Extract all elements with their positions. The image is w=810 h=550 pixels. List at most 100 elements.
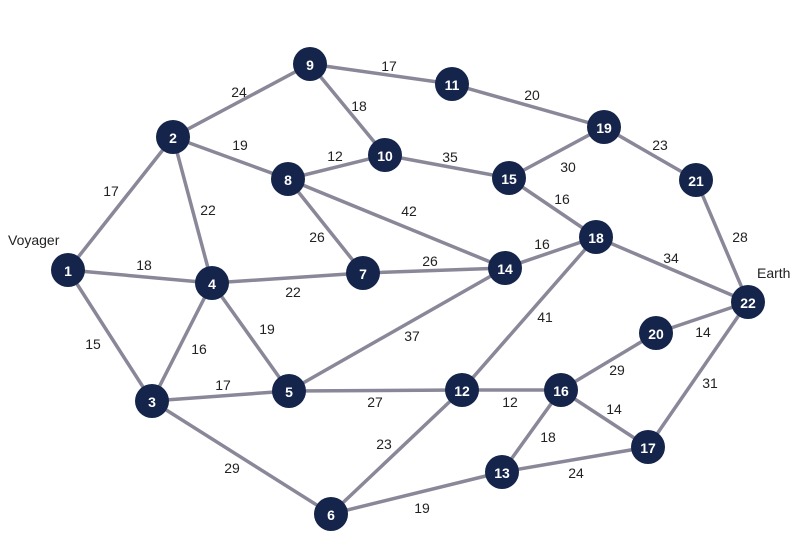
node-9: 9: [293, 47, 327, 81]
node-label-5: 5: [285, 384, 293, 400]
node-label-13: 13: [494, 465, 510, 481]
node-5: 5: [272, 374, 306, 408]
node-circle-16: [544, 373, 578, 407]
node-17: 17: [631, 430, 665, 464]
node-circle-9: [293, 47, 327, 81]
node-label-20: 20: [648, 326, 664, 342]
edge-weight-9-10: 18: [351, 98, 367, 114]
node-15: 15: [492, 161, 526, 195]
edge-8-7: [286, 177, 365, 275]
node-label-8: 8: [284, 172, 292, 188]
edge-weight-3-6: 29: [224, 460, 240, 476]
node-circle-3: [135, 384, 169, 418]
node-circle-8: [271, 162, 305, 196]
edge-weight-5-12: 27: [367, 394, 383, 410]
node-18: 18: [579, 220, 613, 254]
edge-12-6: [329, 388, 464, 516]
node-label-1: 1: [64, 263, 72, 279]
node-circle-17: [631, 430, 665, 464]
node-circle-20: [639, 316, 673, 350]
edge-weight-7-14: 26: [422, 253, 438, 269]
edge-weight-18-22: 34: [663, 250, 679, 266]
node-label-14: 14: [497, 261, 513, 277]
edge-4-5: [210, 281, 291, 393]
edge-weight-4-3: 16: [191, 341, 207, 357]
edge-21-22: [694, 178, 750, 304]
node-circle-21: [679, 163, 713, 197]
node-2: 2: [156, 120, 190, 154]
edge-2-4: [171, 135, 214, 285]
node-label-21: 21: [688, 173, 704, 189]
node-13: 13: [485, 455, 519, 489]
edge-5-14: [287, 266, 507, 393]
edge-weight-1-4: 18: [136, 257, 152, 273]
node-circle-5: [272, 374, 306, 408]
edge-8-14: [286, 177, 507, 270]
node-circle-12: [445, 373, 479, 407]
edge-1-3: [66, 268, 154, 403]
edge-weight-1-2: 17: [103, 183, 119, 199]
edge-6-13: [329, 470, 504, 516]
edge-weight-16-13: 18: [540, 429, 556, 445]
edge-weight-12-6: 23: [376, 436, 392, 452]
edge-19-21: [602, 125, 698, 182]
node-label-17: 17: [640, 440, 656, 456]
node-label-22: 22: [740, 295, 756, 311]
edge-weight-16-20: 29: [609, 362, 625, 378]
edge-weight-13-17: 24: [568, 465, 584, 481]
edge-weight-22-17: 31: [702, 375, 718, 391]
edge-weight-19-15: 30: [560, 159, 576, 175]
edge-9-10: [308, 62, 387, 157]
node-20: 20: [639, 316, 673, 350]
edge-weight-20-22: 14: [695, 324, 711, 340]
node-label-18: 18: [588, 230, 604, 246]
edge-9-11: [308, 62, 454, 86]
edge-4-7: [210, 271, 365, 285]
node-label-4: 4: [208, 276, 216, 292]
node-label-16: 16: [553, 383, 569, 399]
node-circle-13: [485, 455, 519, 489]
node-22: 22: [731, 285, 765, 319]
edge-weight-21-22: 28: [732, 229, 748, 245]
node-3: 3: [135, 384, 169, 418]
edge-2-9: [171, 62, 312, 139]
edge-weight-5-14: 37: [404, 328, 420, 344]
node-label-3: 3: [148, 394, 156, 410]
node-12: 12: [445, 373, 479, 407]
edge-18-12: [460, 235, 598, 392]
node-circle-11: [435, 67, 469, 101]
node-1: 1: [51, 253, 85, 287]
edge-13-17: [500, 445, 650, 474]
edge-weight-14-18: 16: [534, 236, 550, 252]
start-label: Voyager: [8, 232, 60, 248]
edge-weight-12-16: 12: [502, 394, 518, 410]
node-label-10: 10: [377, 148, 393, 164]
edge-weight-4-7: 22: [285, 284, 301, 300]
node-8: 8: [271, 162, 305, 196]
edge-weight-9-11: 17: [381, 58, 397, 74]
node-label-7: 7: [359, 266, 367, 282]
node-label-2: 2: [169, 130, 177, 146]
node-circle-10: [368, 138, 402, 172]
edge-weight-8-14: 42: [401, 203, 417, 219]
edge-weight-19-21: 23: [652, 137, 668, 153]
edge-10-15: [383, 153, 511, 180]
edge-weight-4-5: 19: [259, 321, 275, 337]
node-label-6: 6: [327, 507, 335, 523]
edge-weight-2-8: 19: [232, 137, 248, 153]
node-14: 14: [488, 251, 522, 285]
edge-weight-8-7: 26: [309, 229, 325, 245]
node-16: 16: [544, 373, 578, 407]
edge-3-6: [150, 399, 333, 516]
node-circle-4: [195, 266, 229, 300]
node-21: 21: [679, 163, 713, 197]
edge-weight-11-19: 20: [524, 87, 540, 103]
node-label-19: 19: [596, 120, 612, 136]
node-10: 10: [368, 138, 402, 172]
node-circle-22: [731, 285, 765, 319]
node-19: 19: [587, 110, 621, 144]
edge-weight-18-12: 41: [537, 309, 553, 325]
edge-weight-8-10: 12: [327, 148, 343, 164]
edge-16-17: [559, 388, 650, 449]
